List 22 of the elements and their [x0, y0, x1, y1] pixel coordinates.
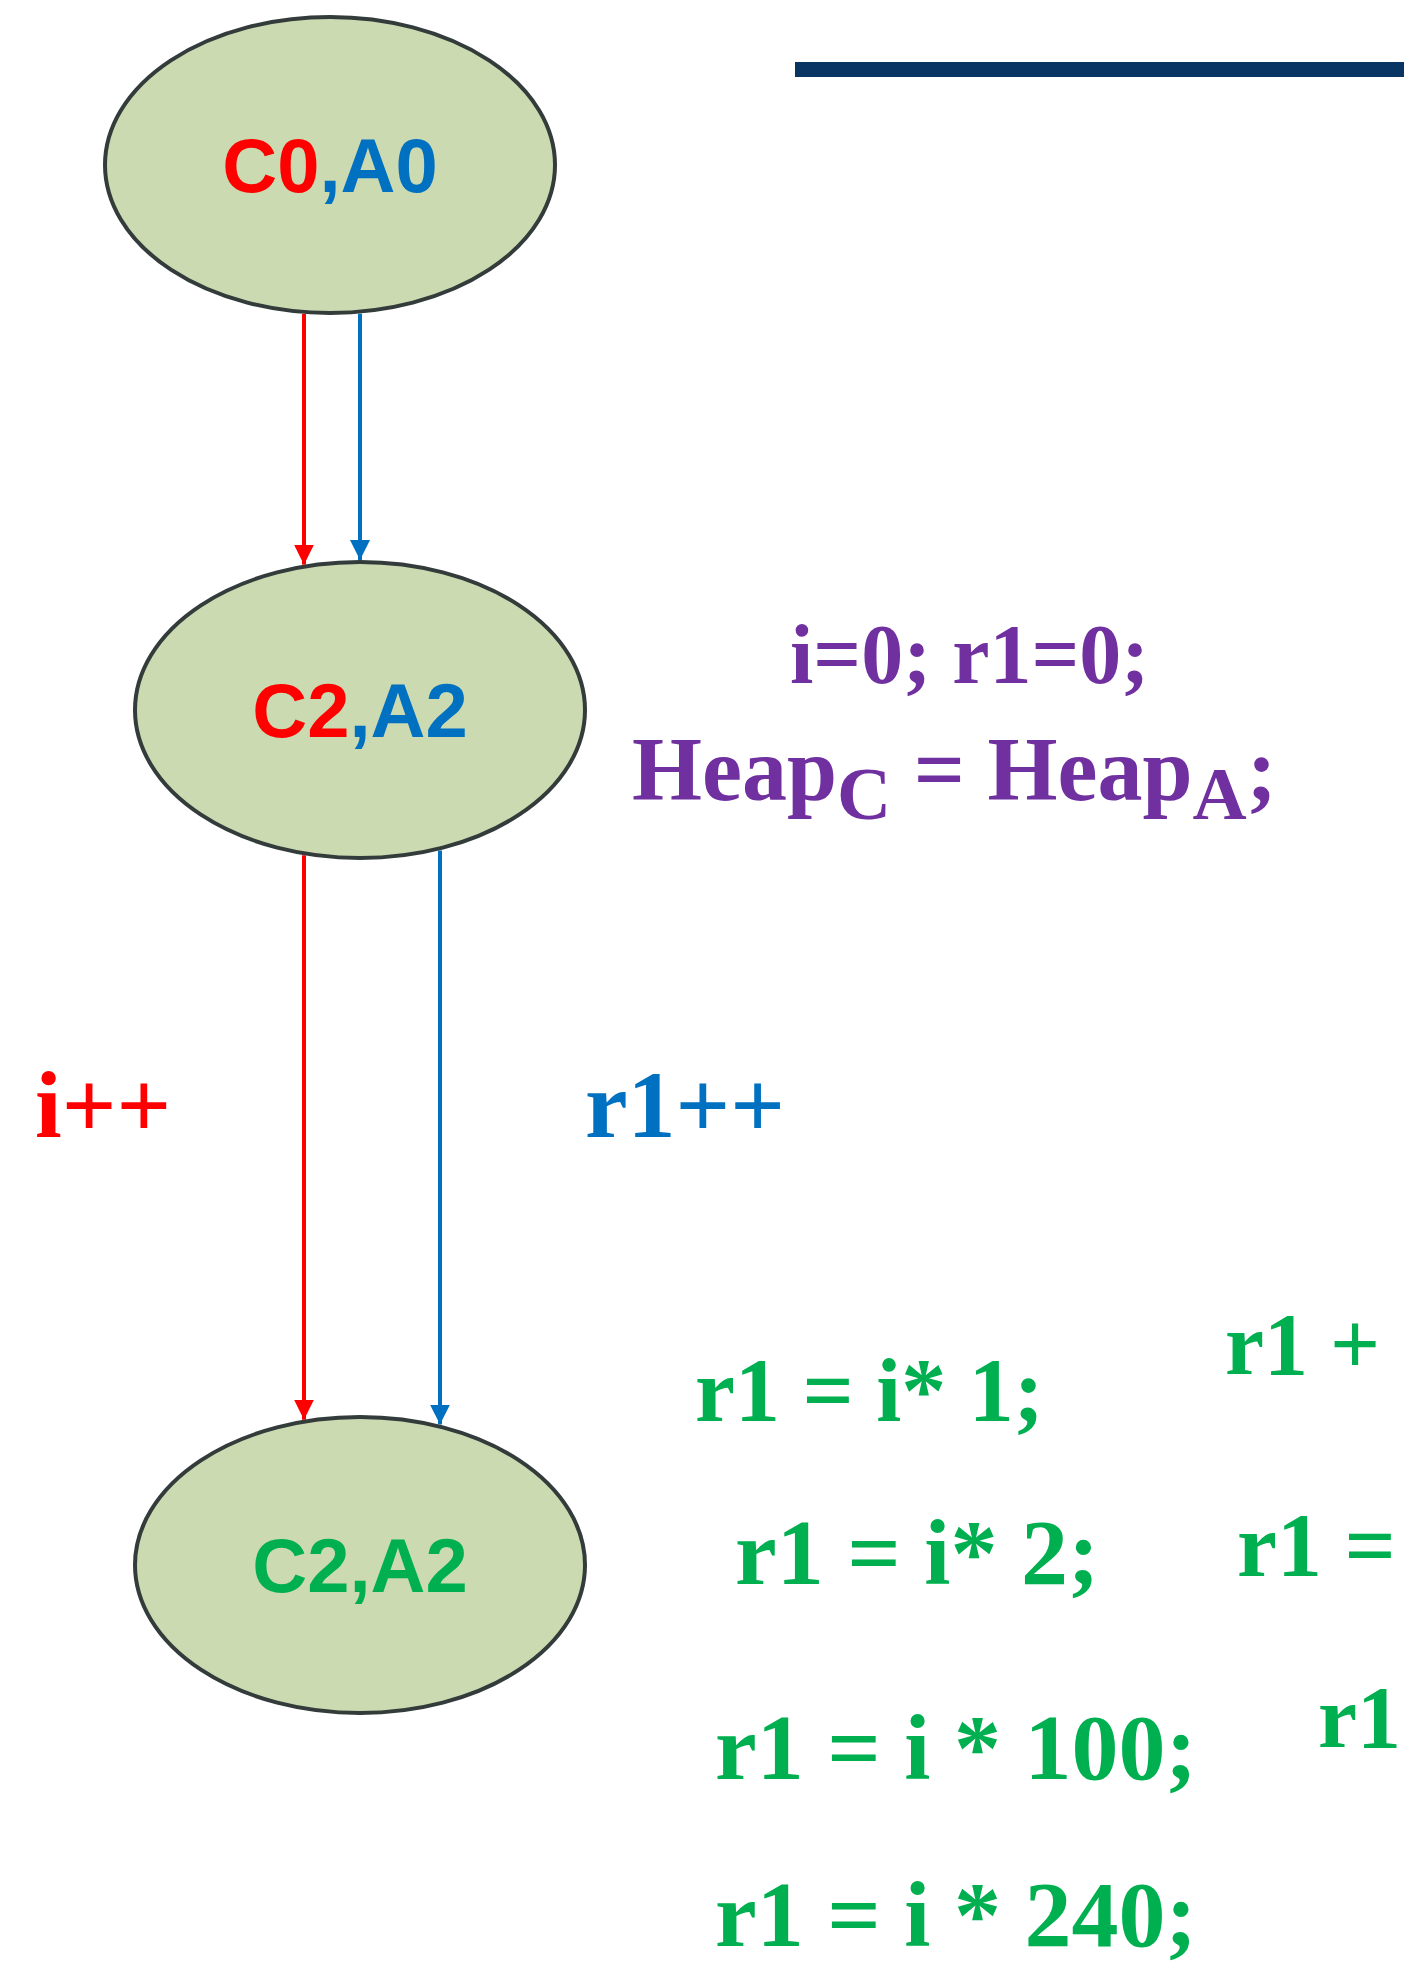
arrow	[294, 855, 314, 1420]
code-statement: r1	[1318, 1669, 1402, 1767]
state-label: C2,A2	[252, 1521, 468, 1609]
arrow	[430, 850, 450, 1425]
state-label: C0,A0	[222, 121, 438, 209]
state-ellipse	[103, 15, 557, 315]
edge-label: i++	[35, 1052, 172, 1158]
arrow	[294, 314, 314, 565]
code-statement: r1 = i* 2;	[735, 1501, 1100, 1605]
state-ellipse	[133, 560, 587, 860]
code-statement: r1 = i * 240;	[715, 1863, 1197, 1967]
code-statement: r1 +	[1225, 1296, 1381, 1394]
edge-label: r1++	[585, 1052, 785, 1158]
title-underline-bar	[795, 62, 1404, 77]
arrow	[350, 313, 370, 560]
state-label: C2,A2	[252, 666, 468, 754]
state-ellipse	[133, 1415, 587, 1715]
code-statement: r1 =	[1237, 1495, 1396, 1595]
initialization-code: Heap$_{C}$ = Heap$_{A}$;	[632, 720, 1277, 836]
code-statement: r1 = i* 1;	[695, 1340, 1044, 1440]
code-statement: r1 = i * 100;	[715, 1696, 1197, 1800]
initialization-code: i=0; r1=0;	[790, 608, 1150, 702]
